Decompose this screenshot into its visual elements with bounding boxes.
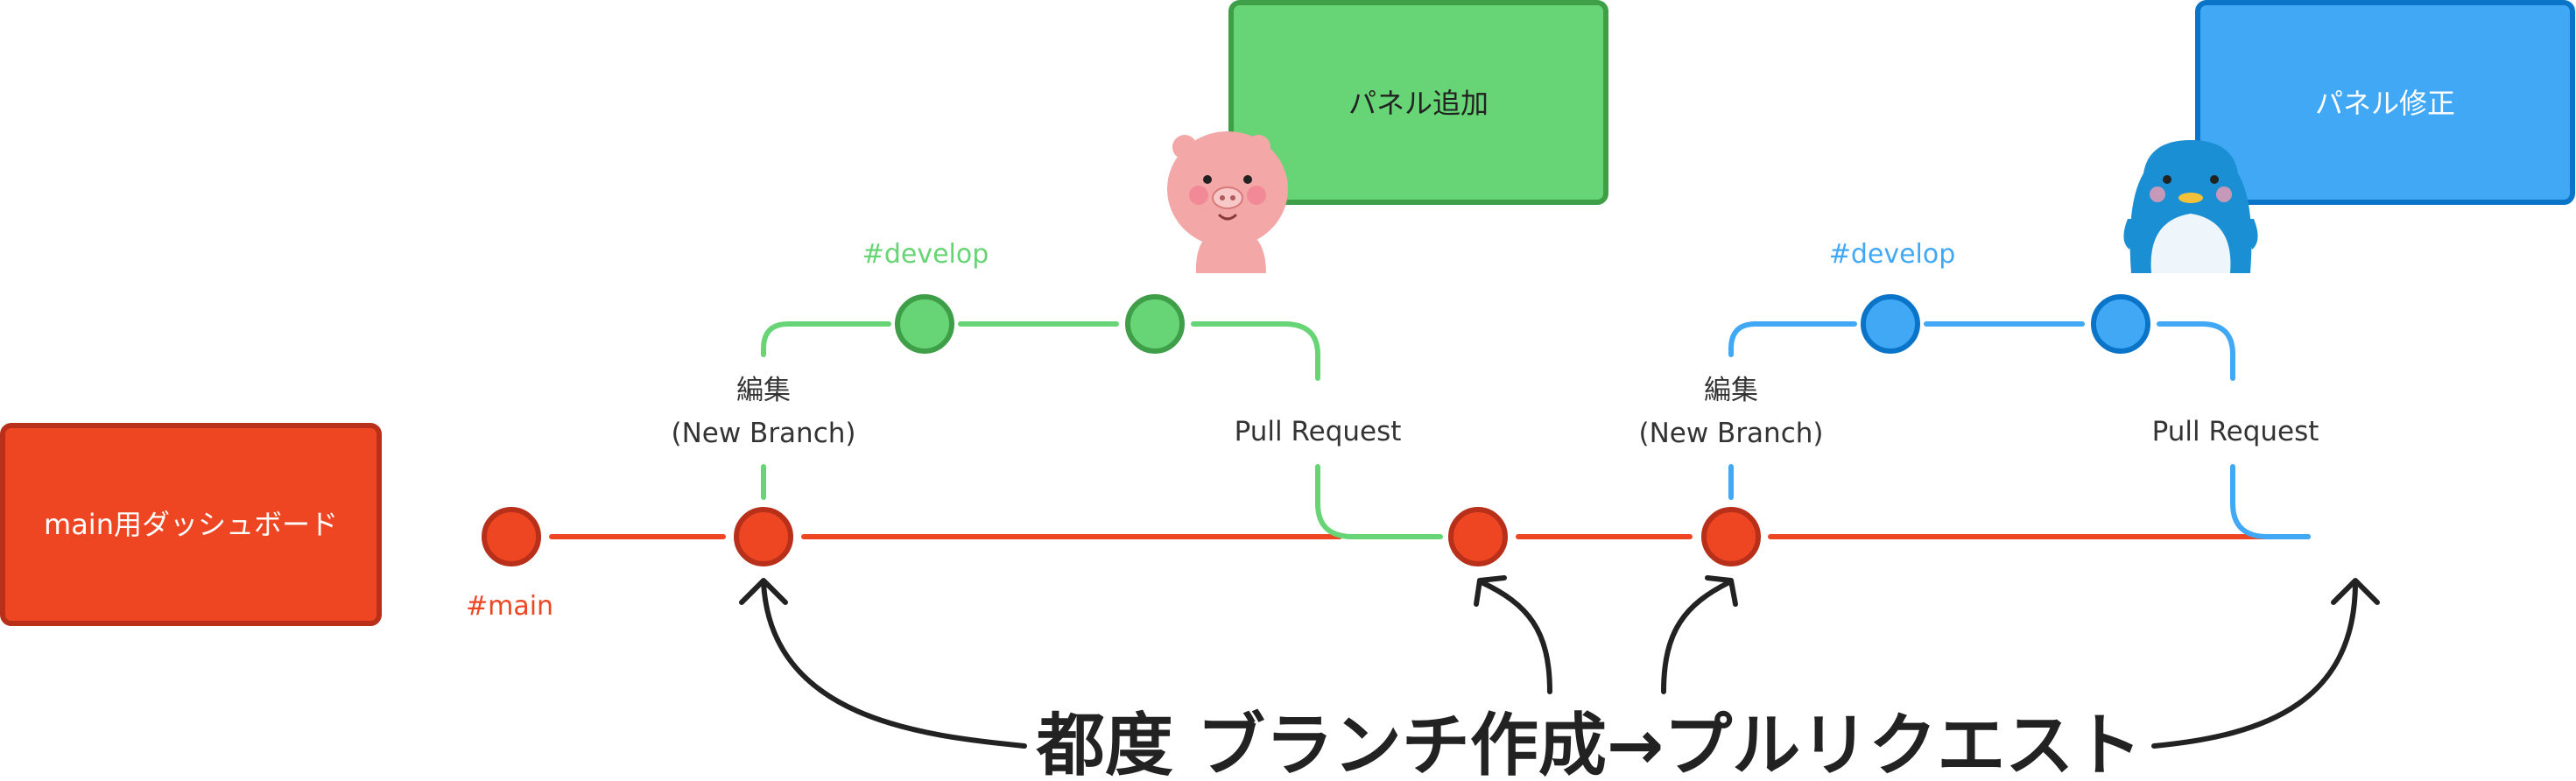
develop-commit-node-green-2 xyxy=(1125,294,1185,354)
branch-label-main: #main xyxy=(466,591,553,622)
arrow-to-final-merge xyxy=(2151,580,2358,749)
develop-commit-node-green xyxy=(895,294,954,354)
penguin-icon xyxy=(2123,140,2258,273)
edit-label: 編集 xyxy=(736,375,791,406)
arrow-to-merge-node xyxy=(1479,580,1552,694)
main-branch-point-node xyxy=(734,507,793,566)
caption: 都度 ブランチ作成→プルリクエスト xyxy=(1036,707,2143,781)
branch-label-develop-green: #develop xyxy=(862,239,989,270)
new-branch-label: (New Branch) xyxy=(671,418,855,449)
main-commit-node xyxy=(482,507,541,566)
pull-request-label: Pull Request xyxy=(1235,416,1402,447)
panel-add-box xyxy=(1228,0,1608,205)
pull-request-label-2: Pull Request xyxy=(2152,416,2319,447)
arrow-head-3 xyxy=(1705,575,1738,607)
main-merge-node xyxy=(1448,507,1508,566)
new-branch-label-2: (New Branch) xyxy=(1638,418,1823,449)
main-dashboard-label: main用ダッシュボード xyxy=(44,508,338,541)
develop-commit-node-blue xyxy=(1861,294,1920,354)
arrow-head-1 xyxy=(739,578,788,605)
develop-branch-line-green xyxy=(761,321,1443,539)
pig-icon xyxy=(1167,131,1288,273)
panel-add-label: パネル追加 xyxy=(1348,87,1489,120)
develop-branch-line-blue xyxy=(1728,321,2311,539)
panel-fix-box xyxy=(2195,0,2575,205)
main-dashboard-box xyxy=(0,423,382,626)
arrow-head-2 xyxy=(1474,575,1507,607)
main-branch-point-node-2 xyxy=(1701,507,1761,566)
branch-label-develop-blue: #develop xyxy=(1829,239,1956,270)
edit-label-2: 編集 xyxy=(1704,375,1758,406)
arrow-head-4 xyxy=(2331,578,2380,605)
panel-fix-label: パネル修正 xyxy=(2315,87,2455,120)
develop-commit-node-blue-2 xyxy=(2091,294,2150,354)
flow-arrows xyxy=(739,575,2380,749)
arrow-to-branch-point xyxy=(761,580,1027,749)
arrow-to-branch-point-2 xyxy=(1661,580,1732,694)
